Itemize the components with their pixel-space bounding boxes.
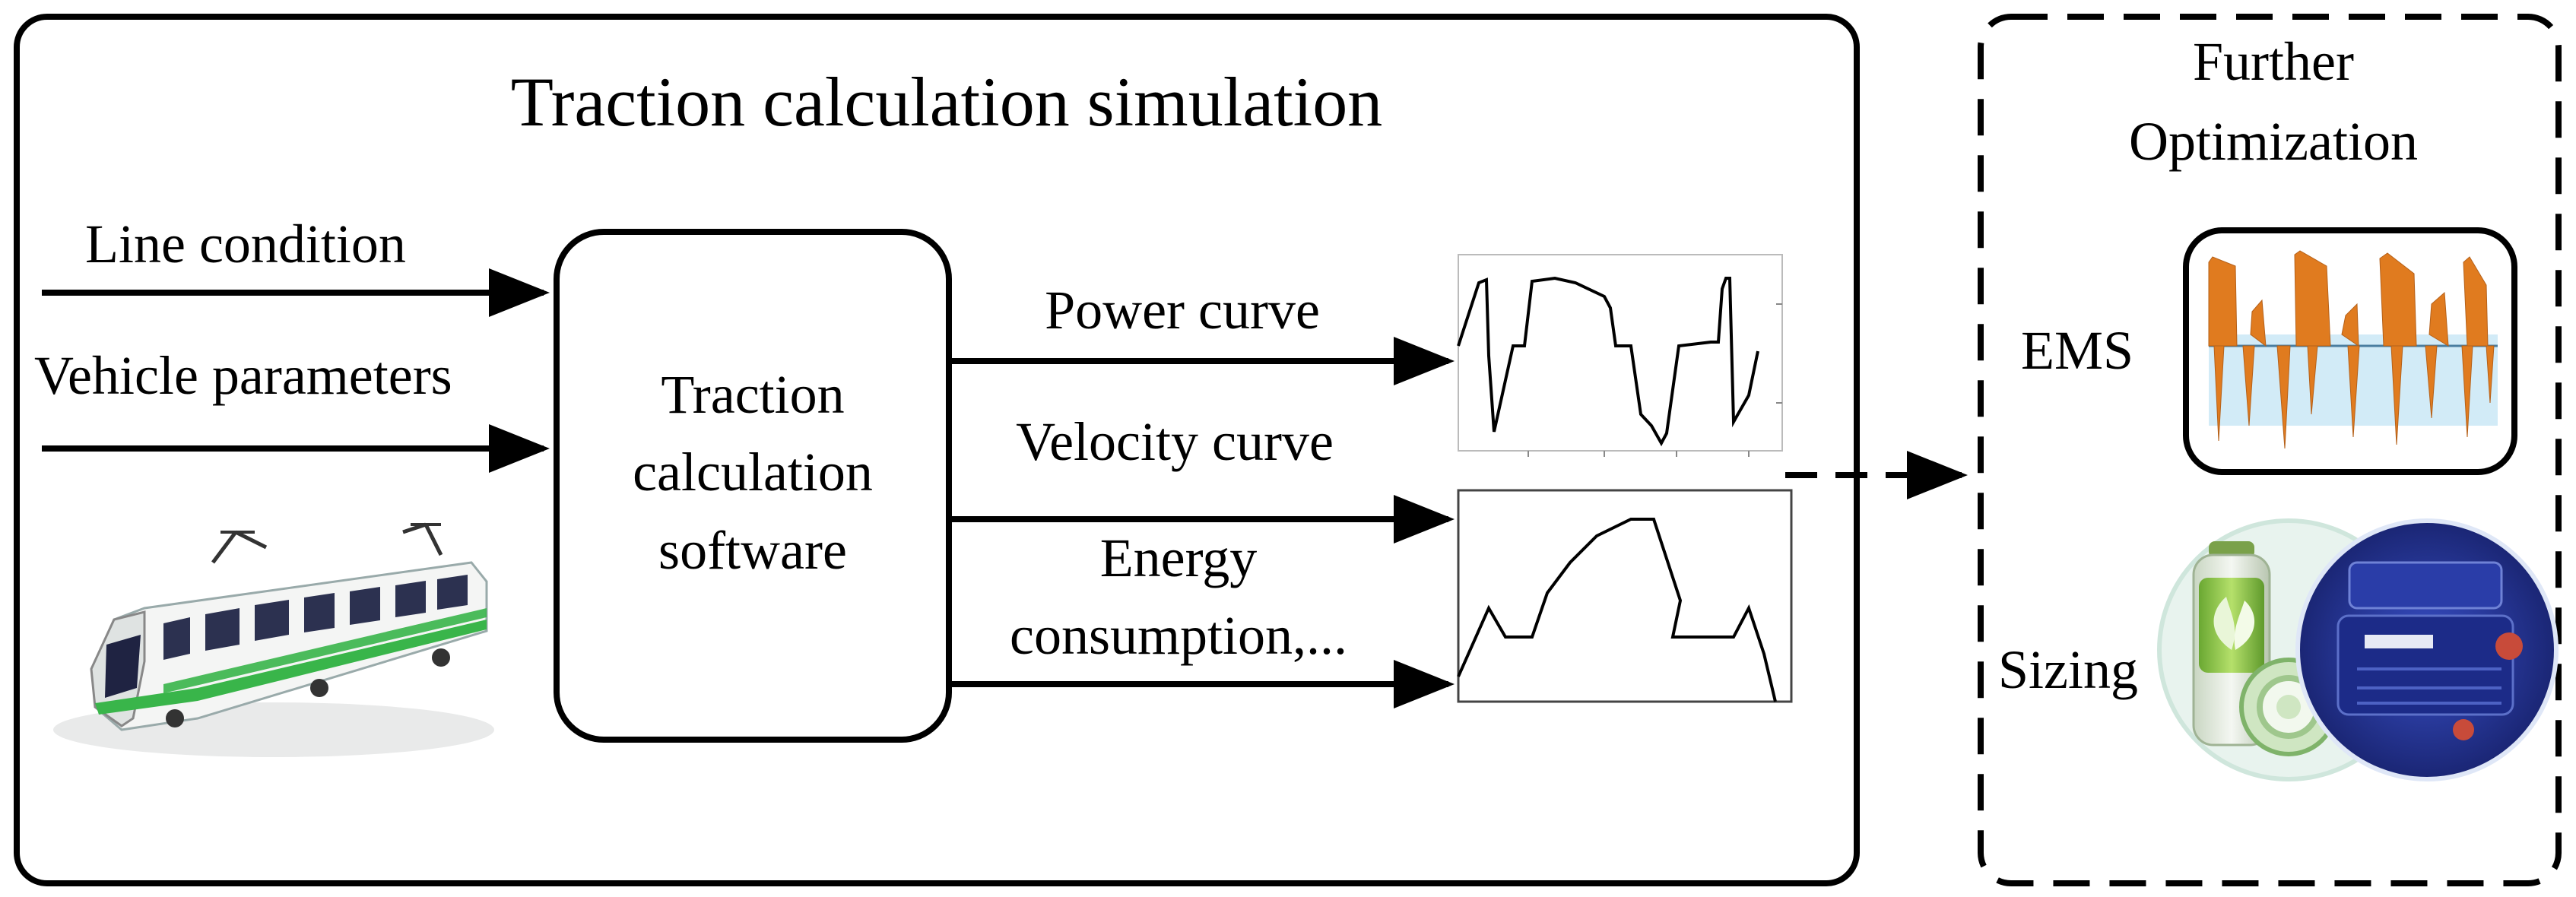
motor-icon: [2295, 518, 2559, 781]
sizing-label: Sizing: [1998, 639, 2138, 700]
power-curve-line: [1457, 276, 1759, 447]
software-label-line2: calculation: [633, 442, 873, 502]
software-box: [554, 229, 952, 743]
power-curve-plot: [1457, 254, 1783, 457]
ems-label: EMS: [2021, 320, 2133, 381]
velocity-curve-label: Velocity curve: [1016, 411, 1334, 472]
energy-label-line2: consumption,...: [1010, 605, 1347, 666]
software-label-line3: software: [658, 520, 847, 581]
energy-label-line1: Energy: [1100, 528, 1258, 588]
velocity-curve-line: [1457, 518, 1777, 702]
simulation-title: Traction calculation simulation: [511, 63, 1382, 141]
software-label-line1: Traction: [661, 364, 844, 425]
sizing-illustration: [2157, 518, 2559, 781]
vehicle-parameters-label: Vehicle parameters: [34, 345, 452, 406]
optimization-title-line2: Optimization: [2129, 111, 2418, 172]
optimization-title-line1: Further: [2193, 31, 2354, 92]
ems-plot: [2183, 227, 2517, 475]
power-curve-label: Power curve: [1045, 280, 1320, 341]
velocity-curve-plot: [1457, 489, 1793, 703]
tram-illustration: [53, 522, 494, 757]
optimization-frame: [1978, 14, 2562, 886]
simulation-frame: [14, 14, 1860, 886]
line-condition-label: Line condition: [85, 214, 406, 274]
